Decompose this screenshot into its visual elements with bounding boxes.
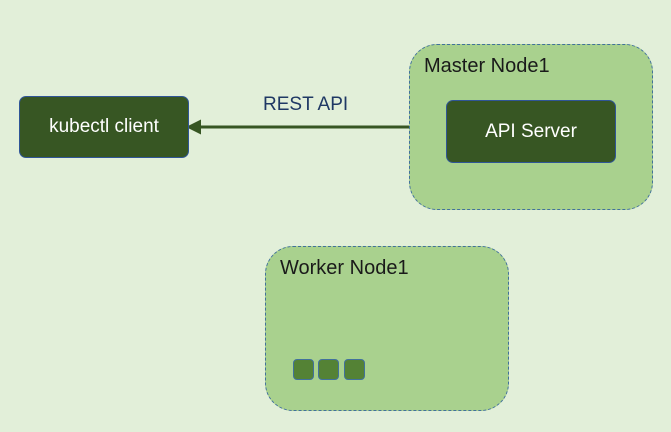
pod-square [318,359,339,380]
worker-node: Worker Node1 [265,246,509,411]
kubectl-client-box: kubectl client [19,96,189,158]
pod-square [344,359,365,380]
api-server-box: API Server [446,100,616,163]
worker-node-title: Worker Node1 [280,257,409,279]
pod-square [293,359,314,380]
rest-api-label: REST API [263,94,349,115]
master-node-title: Master Node1 [424,55,550,77]
